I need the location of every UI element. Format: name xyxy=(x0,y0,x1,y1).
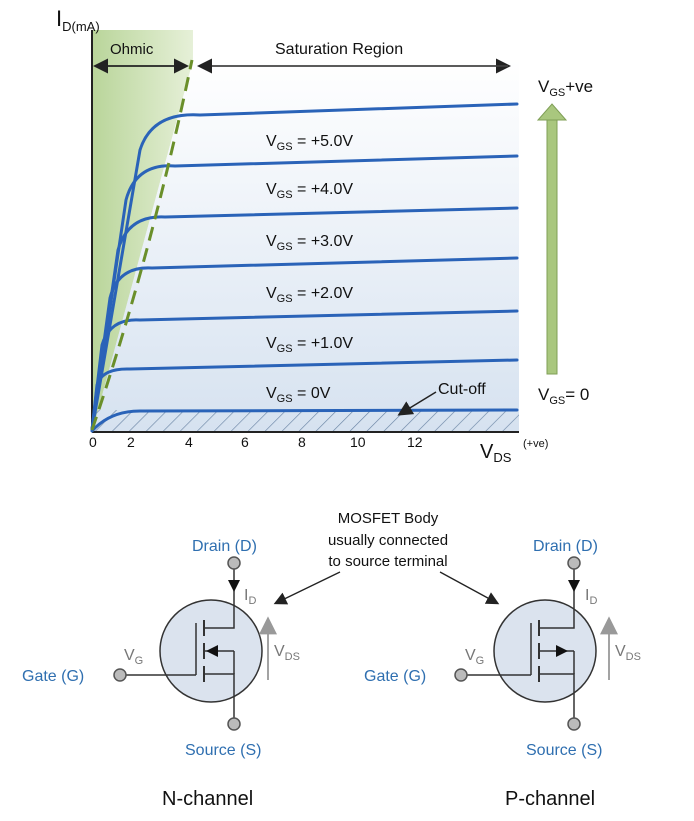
p-source-label: Source (S) xyxy=(526,742,602,759)
n-vg-label: VG xyxy=(124,647,143,667)
characteristics-graph: ID(mA) 0 2 4 6 8 10 12 VDS (+ve) Ohmic S… xyxy=(56,6,593,465)
x-ticks: 0 2 4 6 8 10 12 xyxy=(89,434,423,450)
p-body-arrow xyxy=(556,645,568,657)
y-axis-label: ID(mA) xyxy=(56,6,100,34)
n-drain-label: Drain (D) xyxy=(192,538,257,555)
cutoff-label: Cut-off xyxy=(438,381,486,398)
body-note-line2: usually connected xyxy=(328,532,448,549)
p-drain-label: Drain (D) xyxy=(533,538,598,555)
n-source-terminal xyxy=(227,717,241,731)
vgs-bottom-label: VGS= 0 xyxy=(538,385,589,407)
x-tick: 6 xyxy=(241,434,249,450)
curve-vgs-0 xyxy=(90,408,519,433)
curve-vgs-2 xyxy=(90,256,519,432)
x-tick: 4 xyxy=(185,434,193,450)
p-channel-title: P-channel xyxy=(505,788,595,810)
curve-vgs-4 xyxy=(90,154,519,432)
n-vds-label: VDS xyxy=(274,643,300,663)
p-channel-symbol: Drain (D) Source (S) Gate (G) ID VG VDS … xyxy=(364,538,641,810)
curve-vgs-0-5 xyxy=(90,358,519,432)
vgs-increase-arrow xyxy=(536,103,568,375)
saturation-label: Saturation Region xyxy=(275,41,403,58)
ohmic-region-fill-lower xyxy=(92,60,193,432)
n-body-arrow xyxy=(206,645,218,657)
cutoff-pointer xyxy=(397,391,437,416)
x-tick: 0 xyxy=(89,434,97,450)
curve-label: VGS = +2.0V xyxy=(266,285,353,305)
curve-vgs-5 xyxy=(90,102,519,432)
p-gate-label: Gate (G) xyxy=(364,668,426,685)
p-drain-terminal xyxy=(567,556,581,570)
n-id-label: ID xyxy=(244,587,256,607)
p-id-arrow xyxy=(568,580,580,592)
curve-label: VGS = +5.0V xyxy=(266,133,353,153)
note-pointer-left xyxy=(273,571,341,605)
p-vg-label: VG xyxy=(465,647,484,667)
p-gate-terminal xyxy=(454,668,468,682)
curve-vgs-3 xyxy=(90,206,519,432)
n-drain-terminal xyxy=(227,556,241,570)
body-note-line1: MOSFET Body xyxy=(338,510,439,527)
n-gate-label: Gate (G) xyxy=(22,668,84,685)
x-axis-unit: (+ve) xyxy=(523,438,548,450)
curve-label: VGS = 0V xyxy=(266,385,331,405)
curve-labels: VGS = +5.0V VGS = +4.0V VGS = +3.0V VGS … xyxy=(266,133,353,405)
vgs-top-label: VGS+ve xyxy=(538,77,593,99)
n-channel-title: N-channel xyxy=(162,788,253,810)
vgs-curves xyxy=(90,102,519,433)
p-id-label: ID xyxy=(585,587,597,607)
x-tick: 8 xyxy=(298,434,306,450)
cutoff-hatch xyxy=(92,410,519,432)
curve-label: VGS = +3.0V xyxy=(266,233,353,253)
p-source-terminal xyxy=(567,717,581,731)
curve-label: VGS = +1.0V xyxy=(266,335,353,355)
n-gate-terminal xyxy=(113,668,127,682)
n-id-arrow xyxy=(228,580,240,592)
n-channel-symbol: Drain (D) Source (S) Gate (G) ID VG VDS … xyxy=(22,538,300,810)
x-axis-label: VDS xyxy=(480,441,512,465)
x-tick: 10 xyxy=(350,434,366,450)
ohmic-boundary xyxy=(90,59,194,431)
curve-vgs-1 xyxy=(90,309,519,432)
mosfet-symbols: MOSFET Body usually connected to source … xyxy=(22,510,641,810)
note-pointer-right xyxy=(439,571,500,605)
body-note-line3: to source terminal xyxy=(328,553,447,570)
x-tick: 2 xyxy=(127,434,135,450)
p-vds-label: VDS xyxy=(615,643,641,663)
x-tick: 12 xyxy=(407,434,423,450)
curve-label: VGS = +4.0V xyxy=(266,181,353,201)
ohmic-label: Ohmic xyxy=(110,41,154,58)
n-source-label: Source (S) xyxy=(185,742,261,759)
